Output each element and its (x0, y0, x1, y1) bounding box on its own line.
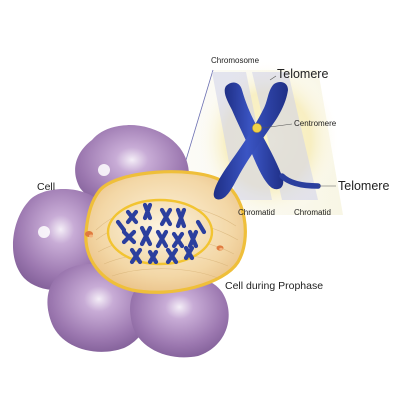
centromere-dot (252, 123, 262, 133)
chromatid-strip-left (212, 72, 272, 200)
chromosome (213, 82, 321, 200)
cell-highlight-top (98, 164, 110, 176)
label-centromere: Centromere (294, 119, 337, 128)
label-chromatid-left: Chromatid (238, 208, 275, 217)
label-cell: Cell (37, 181, 56, 193)
centriole-right (216, 245, 224, 251)
leader-telomere-top (269, 75, 277, 81)
label-cell-during-prophase: Cell during Prophase (225, 280, 324, 292)
label-chromosome: Chromosome (211, 56, 260, 65)
leader-centromere (261, 123, 293, 129)
label-telomere-bottom: Telomere (338, 179, 390, 193)
cell-highlight-left (38, 226, 50, 238)
label-chromatid-right: Chromatid (294, 208, 331, 217)
telomere-tail (279, 173, 321, 189)
label-telomere-top: Telomere (277, 67, 329, 81)
condensed-chromosomes (115, 202, 207, 265)
neighbor-cell-bottom-right (130, 273, 229, 358)
chromatid-right (213, 82, 288, 200)
centriole-left (85, 231, 93, 238)
